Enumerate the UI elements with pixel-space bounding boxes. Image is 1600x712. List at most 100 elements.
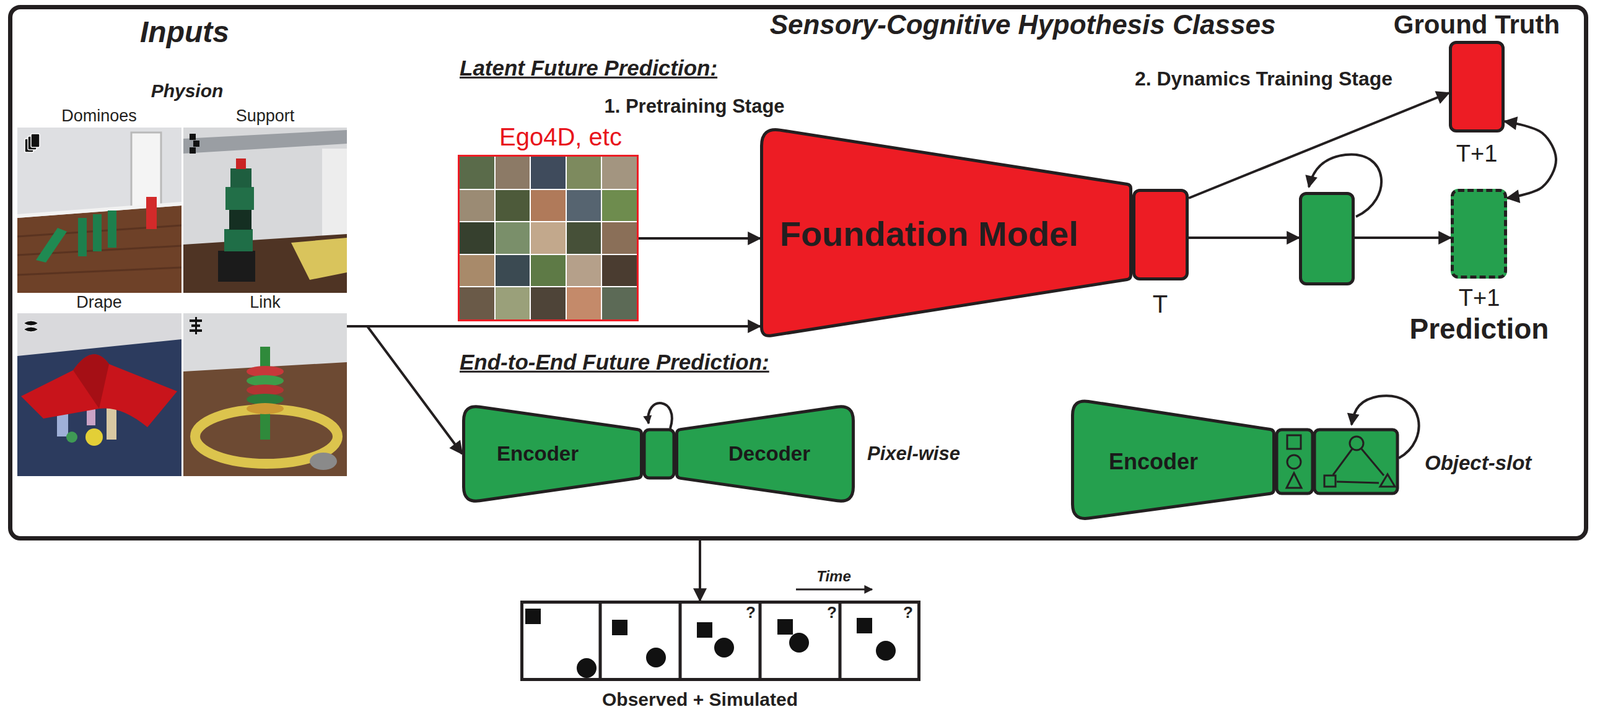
foundation-model-shape (761, 130, 1132, 337)
time-label: T+1 (1458, 285, 1501, 312)
slot-box (1287, 455, 1301, 469)
link-scene (309, 452, 337, 471)
support-scene (230, 168, 252, 188)
decoder-block: Decoder (675, 403, 855, 505)
unknown-mark: ? (826, 603, 837, 622)
slot-box (1276, 429, 1313, 494)
unknown-mark: ? (903, 603, 914, 622)
frame-sequence (600, 600, 840, 682)
dataset-mosaic (566, 286, 602, 320)
connector-arrow (346, 326, 463, 455)
input-group: DominoesSupportDrapeLinkPhysion (17, 75, 347, 477)
dominoes-scene (107, 210, 117, 248)
frame-sequence (646, 647, 666, 668)
dataset-mosaic (530, 254, 567, 287)
relation-graph-box (1380, 474, 1395, 487)
dataset-image: Ego4D, etc (457, 154, 639, 322)
relation-graph-box (1324, 475, 1336, 487)
support-scene (322, 148, 347, 242)
drape-scene (66, 431, 78, 443)
unknown-mark: ? (745, 603, 756, 622)
dataset-mosaic (566, 189, 602, 222)
time-arrow (795, 589, 873, 591)
relation-graph-box (1351, 395, 1420, 459)
dataset-mosaic (530, 189, 567, 222)
link-scene (183, 313, 347, 477)
dataset-mosaic (459, 156, 637, 320)
dataset-label: Ego4D, etc (499, 123, 622, 151)
dominoes-scene (17, 205, 182, 293)
scene-label: Drape (76, 293, 123, 313)
relation-graph-box (1314, 395, 1420, 494)
connector-arrow (638, 237, 761, 240)
foundation-model: Foundation Model (760, 125, 1133, 339)
support-scene (183, 127, 347, 293)
slot-box (1286, 473, 1302, 489)
dataset-mosaic (459, 156, 495, 190)
time-arrow (795, 589, 873, 591)
strip-caption: Observed + Simulated (602, 689, 798, 710)
decoder-block-shape (677, 406, 854, 502)
dataset-mosaic (566, 254, 602, 287)
support-scene (183, 234, 347, 293)
drape-scene (17, 313, 182, 357)
dominoes-scene (30, 133, 40, 148)
relation-graph-box (1333, 449, 1384, 484)
scene-image: Support (183, 127, 347, 293)
section-heading: Latent Future Prediction: (459, 56, 718, 81)
dynamics-box (1298, 192, 1355, 286)
dataset-mosaic (530, 221, 567, 255)
frame-sequence (576, 658, 597, 679)
support-scene (291, 237, 347, 280)
drape-scene (73, 354, 110, 409)
dataset-mosaic (530, 286, 567, 320)
dataset-mosaic (459, 156, 637, 320)
drape-scene (23, 320, 39, 333)
dataset-mosaic (459, 286, 495, 320)
ground-truth-box: Ground TruthT+1 (1448, 40, 1505, 133)
drape-scene (85, 428, 103, 446)
time-label: T+1 (1456, 141, 1498, 168)
section-heading: End-to-End Future Prediction: (459, 350, 770, 375)
dataset-mosaic (459, 221, 495, 255)
output-strip: Observed + Simulated (520, 600, 921, 682)
connector-arrow (346, 325, 761, 328)
scene-label: Link (249, 293, 281, 313)
scene-image: Drape (17, 313, 182, 477)
frame-sequence (525, 608, 541, 625)
group-heading: Physion (151, 80, 224, 101)
frame-sequence (714, 638, 735, 658)
dataset-mosaic (494, 221, 531, 255)
drape-scene (17, 313, 182, 477)
dataset-mosaic (459, 254, 495, 287)
bottleneck-box (644, 403, 674, 479)
encoder-block: Encoder (1071, 397, 1276, 523)
section-heading: Inputs (139, 16, 230, 49)
model-type-label: Object-slot (1424, 452, 1532, 475)
support-scene (225, 187, 254, 210)
dataset-mosaic (494, 286, 531, 320)
dataset-mosaic (530, 156, 567, 190)
link-scene (195, 317, 197, 335)
connector-arrow (1504, 121, 1557, 199)
section-heading: Sensory-Cognitive Hypothesis Classes (769, 9, 1277, 40)
model-type-label: Pixel-wise (867, 443, 961, 465)
frame-sequence (612, 620, 628, 636)
drape-scene (17, 313, 182, 477)
stage-label: 1. Pretraining Stage (603, 96, 785, 118)
connector-arrow (1354, 236, 1451, 240)
scene-image: Dominoes (17, 127, 182, 293)
bottleneck-box (644, 429, 674, 479)
box-heading: Prediction (1409, 313, 1550, 346)
prediction-box: T+1Prediction (1450, 188, 1508, 279)
encoder-block-shape (463, 406, 642, 502)
block-label: Encoder (496, 442, 579, 466)
relation-graph-box (1349, 436, 1364, 451)
drape-scene (21, 354, 178, 428)
dataset-mosaic (494, 254, 531, 287)
dominoes-scene (17, 127, 182, 293)
dataset-mosaic (601, 286, 637, 320)
support-scene (189, 147, 196, 154)
frame-sequence (789, 633, 809, 653)
